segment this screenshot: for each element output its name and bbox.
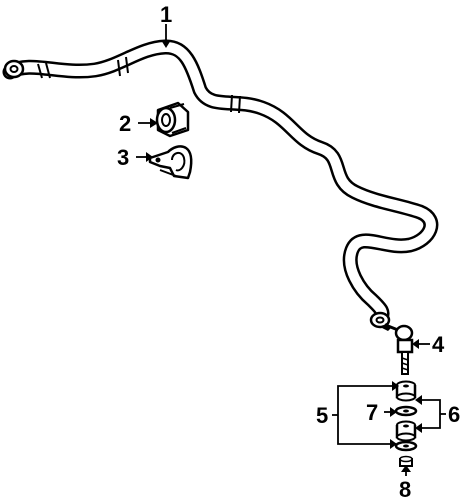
arrow-6a bbox=[415, 395, 422, 405]
stabilizer-bar-icon bbox=[2, 39, 439, 329]
callout-2: 2 bbox=[119, 111, 131, 136]
arrow-6b bbox=[415, 423, 422, 433]
stabilizer-link-icon bbox=[382, 323, 414, 375]
arrow-1 bbox=[161, 40, 171, 48]
leader-lines bbox=[136, 24, 446, 476]
bracket-icon bbox=[148, 145, 193, 180]
callout-8: 8 bbox=[399, 477, 411, 500]
insulator-icon bbox=[395, 380, 417, 442]
arrow-5b bbox=[390, 439, 397, 449]
callout-3: 3 bbox=[117, 145, 129, 170]
callout-6: 6 bbox=[448, 402, 460, 427]
callout-7: 7 bbox=[366, 400, 378, 425]
arrow-3 bbox=[146, 152, 153, 162]
bushing-icon bbox=[155, 101, 190, 138]
nut-icon bbox=[399, 455, 413, 467]
arrow-5a bbox=[392, 381, 399, 391]
callout-5: 5 bbox=[316, 403, 328, 428]
washer-icon bbox=[394, 405, 418, 452]
arrowheads bbox=[146, 40, 422, 472]
arrow-8 bbox=[401, 465, 411, 472]
arrow-2 bbox=[150, 118, 158, 128]
callout-1: 1 bbox=[160, 2, 172, 27]
callout-4: 4 bbox=[432, 332, 445, 357]
arrow-4 bbox=[412, 339, 419, 349]
arrow-7 bbox=[390, 407, 397, 417]
callout-labels: 1 2 3 4 5 6 7 8 bbox=[117, 2, 460, 500]
